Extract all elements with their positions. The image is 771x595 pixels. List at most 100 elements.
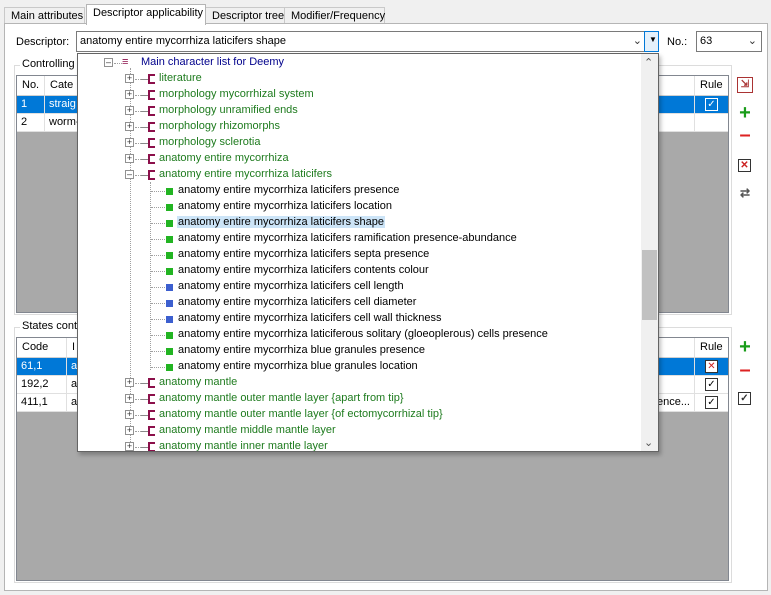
column-header-no[interactable]: No. [17,76,45,96]
chevron-down-icon[interactable]: ⌄ [747,35,757,47]
descriptor-tree-dropdown[interactable]: –≡Main character list for Deemy+literatu… [77,53,659,452]
expand-icon[interactable]: + [125,105,134,115]
tree-descriptor-node[interactable]: anatomy entire mycorrhiza laticifers sep… [78,247,638,263]
tree-character-node[interactable]: + morphology rhizomorphs [78,119,638,135]
tree-descriptor-node[interactable]: anatomy entire mycorrhiza laticifers cel… [78,311,638,327]
descriptor-value: anatomy entire mycorrhiza laticifers sha… [80,35,287,47]
rule-checkbox-checked[interactable]: ✓ [705,396,718,409]
tree-connector-line [135,79,143,80]
tab-descriptor-applicability[interactable]: Descriptor applicability [86,4,206,25]
scroll-down-icon[interactable]: ⌄ [644,437,654,449]
tree-connector-line [151,303,165,304]
tree-descriptor-node[interactable]: anatomy entire mycorrhiza laticifers cel… [78,279,638,295]
expand-icon[interactable]: + [125,73,134,83]
collapse-icon[interactable]: – [104,57,113,67]
table-cell-code[interactable]: 61,1 [17,358,67,376]
tree-descriptor-node[interactable]: anatomy entire mycorrhiza laticifers ram… [78,231,638,247]
column-header-rule[interactable]: Rule [695,76,728,96]
tree-node-label: anatomy entire mycorrhiza blue granules … [178,360,418,372]
tree-descriptor-node[interactable]: anatomy entire mycorrhiza blue granules … [78,343,638,359]
expand-icon[interactable]: + [125,153,134,163]
scrollbar-thumb[interactable] [642,250,657,320]
tree-root-node[interactable]: –≡Main character list for Deemy [78,55,638,71]
expand-icon[interactable]: + [125,425,134,435]
number-select[interactable]: 63 ⌄ [696,31,762,52]
table-cell-rule[interactable]: ✓ [695,96,728,114]
expand-icon[interactable]: + [125,121,134,131]
column-header-rule[interactable]: Rule [695,338,728,358]
descriptor-dropdown-button[interactable]: ▼ [644,31,659,52]
tree-scrollbar[interactable]: ⌃ ⌄ [641,54,658,451]
add-icon[interactable]: + [739,102,751,124]
rule-checkbox-checked[interactable]: ✓ [705,378,718,391]
tree-descriptor-node[interactable]: anatomy entire mycorrhiza laticifers loc… [78,199,638,215]
tree-character-node[interactable]: +literature [78,71,638,87]
column-header-code[interactable]: Code [17,338,67,358]
tree-connector-line [135,383,143,384]
tree-character-node[interactable]: + anatomy mantle middle mantle layer [78,423,638,439]
categorical-descriptor-icon [166,236,173,243]
table-cell-no[interactable]: 1 [17,96,45,114]
expand-icon[interactable]: + [125,441,134,451]
remove-icon[interactable]: – [739,124,751,146]
check-all-icon[interactable]: ✓ [738,392,751,405]
rule-checkbox-checked[interactable]: ✓ [705,98,718,111]
tree-descriptor-node[interactable]: anatomy entire mycorrhiza laticifers cel… [78,295,638,311]
tree-character-node[interactable]: +morphology sclerotia [78,135,638,151]
tree-connector-line [151,207,165,208]
tree-character-node[interactable]: +anatomy mantle outer mantle layer {of e… [78,407,638,423]
table-cell-code[interactable]: 192,2 [17,376,67,394]
table-cell-rule[interactable] [695,114,728,132]
tree-descriptor-node[interactable]: anatomy entire mycorrhiza laticifers sha… [78,215,638,231]
expand-icon[interactable]: + [125,377,134,387]
rule-checkbox-x[interactable]: ✕ [705,360,718,373]
collapse-icon[interactable]: – [125,169,134,179]
table-cell-rule[interactable]: ✕ [695,358,728,376]
tree-character-node[interactable]: –anatomy entire mycorrhiza laticifers [78,167,638,183]
tab-modifier-frequency[interactable]: Modifier/Frequency [284,7,385,25]
tree-descriptor-node[interactable]: anatomy entire mycorrhiza laticifers pre… [78,183,638,199]
tree-node-label: anatomy entire mycorrhiza laticifers loc… [178,200,392,212]
tree-node-label: morphology rhizomorphs [159,120,281,132]
open-descriptor-icon[interactable]: ⇲ [737,77,753,93]
swap-icon[interactable]: ⇄ [739,186,751,200]
quantitative-descriptor-icon [166,284,173,291]
tree-connector-line [130,68,131,451]
tree-node-label: anatomy entire mycorrhiza laticifers ram… [178,232,517,244]
categorical-descriptor-icon [166,332,173,339]
remove-icon[interactable]: – [739,359,751,381]
tree-connector-line [135,431,143,432]
tab-main-attributes[interactable]: Main attributes [4,7,85,25]
tree-character-node[interactable]: +anatomy mantle inner mantle layer [78,439,638,451]
quantitative-descriptor-icon [166,316,173,323]
clear-icon[interactable]: ✕ [738,159,751,172]
expand-icon[interactable]: + [125,89,134,99]
categorical-descriptor-icon [166,252,173,259]
tree-descriptor-node[interactable]: anatomy entire mycorrhiza laticifers con… [78,263,638,279]
tree-character-node[interactable]: +anatomy mantle outer mantle layer {apar… [78,391,638,407]
expand-icon[interactable]: + [125,409,134,419]
table-cell-code[interactable]: 411,1 [17,394,67,412]
tree-descriptor-node[interactable]: anatomy entire mycorrhiza laticiferous s… [78,327,638,343]
tree-descriptor-node[interactable]: anatomy entire mycorrhiza blue granules … [78,359,638,375]
tree-connector-line [135,175,143,176]
tree-character-node[interactable]: +morphology mycorrhizal system [78,87,638,103]
tree-connector-line [151,271,165,272]
tree-node-label: anatomy mantle middle mantle layer [159,424,336,436]
table-cell-rule[interactable]: ✓ [695,376,728,394]
expand-icon[interactable]: + [125,137,134,147]
add-icon[interactable]: + [739,336,751,358]
scroll-up-icon[interactable]: ⌃ [644,57,654,69]
expand-icon[interactable]: + [125,393,134,403]
chevron-down-icon[interactable]: ⌄ [632,35,642,47]
quantitative-descriptor-icon [166,300,173,307]
table-cell-no[interactable]: 2 [17,114,45,132]
tree-character-node[interactable]: +morphology unramified ends [78,103,638,119]
tree-connector-line [135,95,143,96]
tree-character-node[interactable]: +anatomy mantle [78,375,638,391]
table-cell-rule[interactable]: ✓ [695,394,728,412]
number-label: No.: [667,36,688,48]
descriptor-combobox[interactable]: anatomy entire mycorrhiza laticifers sha… [76,31,647,52]
tree-character-node[interactable]: +anatomy entire mycorrhiza [78,151,638,167]
tree-connector-line [135,399,143,400]
